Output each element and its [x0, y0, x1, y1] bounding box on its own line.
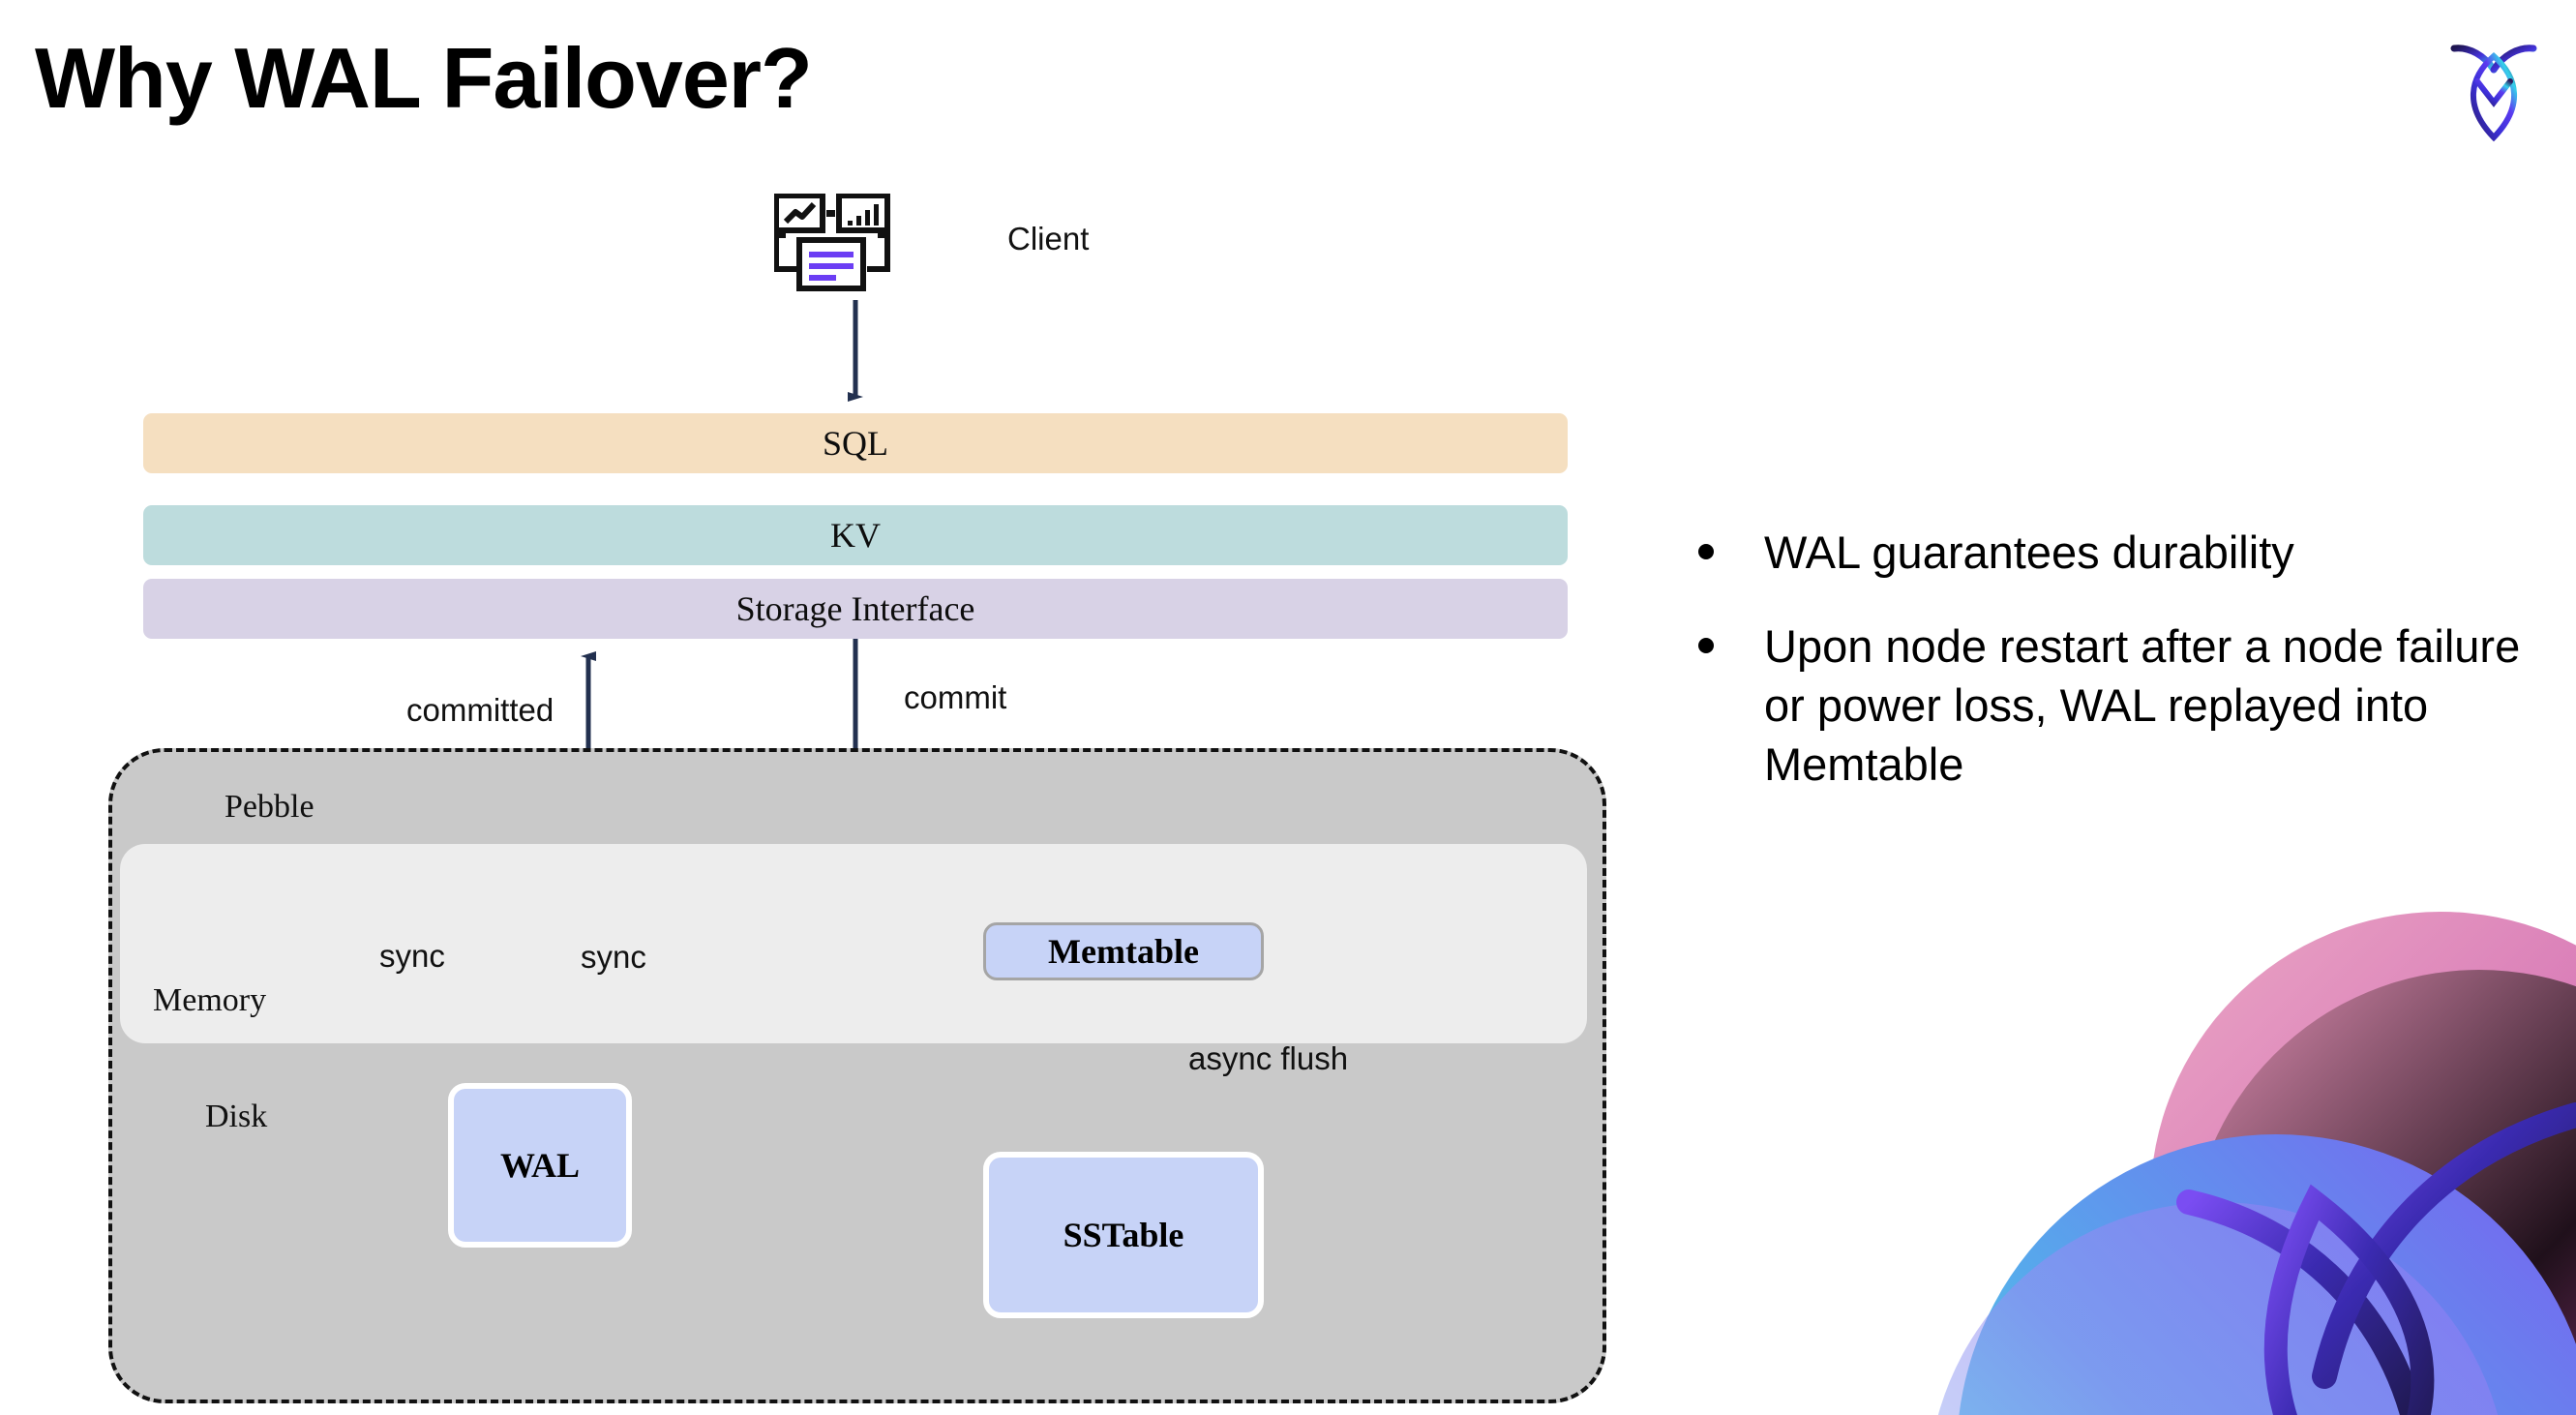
region-label-memory: Memory [153, 982, 267, 1018]
node-label-wal: WAL [499, 1146, 581, 1185]
layer-label-kv: KV [830, 516, 881, 555]
architecture-diagram: Client S [108, 193, 1606, 1403]
cockroachdb-logo-icon [2441, 31, 2547, 147]
layer-label-sql: SQL [822, 424, 888, 463]
list-item: Upon node restart after a node failure o… [1698, 617, 2531, 794]
bullet-dot-icon [1698, 544, 1714, 559]
list-item: WAL guarantees durability [1698, 523, 2531, 582]
client-icon [773, 193, 929, 300]
bullet-text: Upon node restart after a node failure o… [1764, 620, 2521, 791]
cockroachdb-corner-mark-icon [1899, 912, 2576, 1415]
node-sstable: SSTable [983, 1152, 1264, 1318]
layer-bar-storage-interface: Storage Interface [143, 579, 1568, 639]
region-label-pebble: Pebble [225, 789, 315, 825]
edge-label-sync-right: sync [581, 939, 646, 975]
node-label-sstable: SSTable [1063, 1216, 1184, 1254]
layer-bar-kv: KV [143, 505, 1568, 565]
region-label-disk: Disk [205, 1099, 268, 1134]
memory-region [120, 844, 1587, 1043]
edge-label-sync-left: sync [379, 938, 445, 974]
node-wal: WAL [448, 1083, 632, 1248]
layer-bar-sql: SQL [143, 413, 1568, 473]
edge-label-committed: committed [406, 692, 554, 728]
client-label: Client [1007, 221, 1090, 256]
layer-label-storage-interface: Storage Interface [735, 589, 975, 628]
page-title: Why WAL Failover? [35, 30, 813, 126]
bullet-text: WAL guarantees durability [1764, 527, 2294, 578]
edge-label-commit: commit [904, 679, 1007, 715]
node-memtable: Memtable [983, 922, 1264, 980]
edge-label-async-flush: async flush [1188, 1040, 1349, 1076]
node-label-memtable: Memtable [1048, 932, 1199, 971]
bullet-dot-icon [1698, 638, 1714, 654]
bullet-list: WAL guarantees durability Upon node rest… [1698, 523, 2531, 828]
